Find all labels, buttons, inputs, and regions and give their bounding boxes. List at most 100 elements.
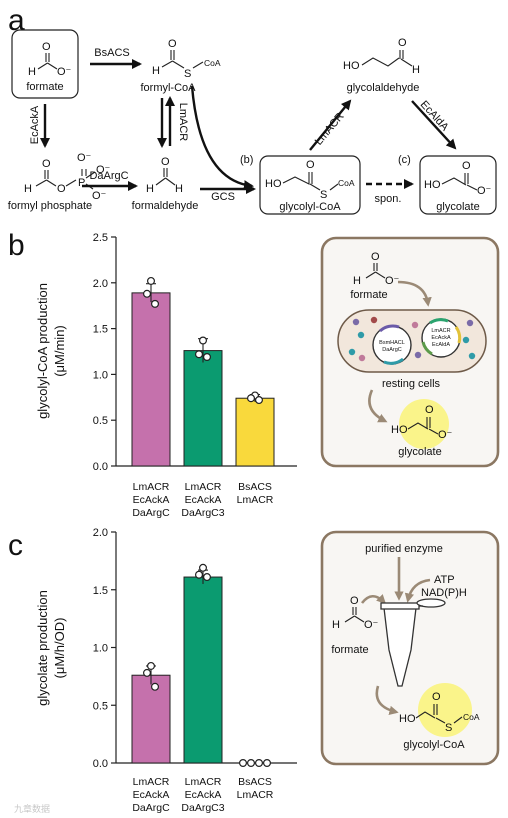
atom-ho: HO (424, 179, 441, 191)
plasmid1-gene-1: BsmHACL (379, 340, 405, 346)
atom-s: S (320, 189, 327, 201)
atom-o: O (42, 41, 51, 53)
atp-label: ATP (434, 574, 455, 586)
inset-c-glycolyl-coa-label: glycolyl-CoA (403, 739, 465, 751)
atom-ho: HO (399, 713, 416, 725)
marker-c: (c) (398, 154, 411, 166)
glycolate-structure: O HO O⁻ glycolate (391, 404, 453, 458)
atom-o-minus: O⁻ (385, 275, 400, 287)
data-point (255, 758, 264, 767)
y-tick-label: 0.0 (93, 758, 108, 770)
category-label: EcAckA (133, 789, 170, 801)
glycolyl-coa-highlight (418, 683, 472, 737)
atom-h: H (152, 65, 160, 77)
plasmid-2: LmACR EcAckA EcAldA (421, 318, 462, 358)
inset-b-arrow-out (368, 389, 388, 423)
formyl-coa-structure: O H S CoA formyl-CoA (140, 38, 220, 94)
arrow-glycolaldehyde-to-glycolate (411, 100, 457, 150)
arrow-cofactors (404, 578, 431, 603)
cell-molecule (468, 352, 476, 360)
plasmid-1: BsmHACL DaArgC (372, 324, 412, 365)
category-label: LmACR (237, 494, 274, 506)
atom-h: H (24, 183, 32, 195)
formate-structure: O H O⁻ formate (331, 595, 378, 656)
atom-o: O (42, 158, 51, 170)
atom-o-minus: O⁻ (364, 619, 379, 631)
y-tick-label: 0.5 (93, 700, 108, 712)
cell-molecule (414, 351, 422, 359)
bar (183, 576, 223, 764)
y-tick-label: 0.0 (93, 461, 108, 473)
atom-o-minus: O⁻ (438, 429, 453, 441)
plasmid2-gene-1: LmACR (431, 328, 450, 334)
arrow-formyl-coa-to-glycolyl-coa (190, 85, 255, 191)
data-point (247, 394, 256, 403)
label-glycolaldehyde: glycolaldehyde (347, 82, 420, 94)
data-point (247, 758, 256, 767)
atom-o: O (306, 159, 315, 171)
data-point (143, 289, 152, 298)
inset-c-formate-label: formate (331, 644, 368, 656)
data-point (263, 758, 272, 767)
formyl-phosphate-structure: O O⁻ O⁻ H O P O⁻ formyl phosphate (8, 152, 111, 212)
enzyme-ecacka: EcAckA (29, 105, 41, 144)
cell-molecule (348, 348, 356, 356)
atom-o: O (350, 595, 359, 607)
atom-coa: CoA (338, 178, 355, 188)
inset-b-arrow-in (397, 280, 432, 307)
data-point (199, 336, 208, 345)
plasmid2-gene-3: EcAldA (432, 342, 450, 348)
category-label: LmACR (185, 776, 222, 788)
marker-b: (b) (240, 154, 253, 166)
label-glycolate: glycolate (436, 201, 479, 213)
glycolaldehyde-structure: O HO H glycolaldehyde (343, 37, 420, 94)
label-formyl-phosphate: formyl phosphate (8, 200, 92, 212)
category-label: DaArgC3 (181, 802, 224, 814)
atom-o-minus: O⁻ (477, 185, 492, 197)
formate-structure: O H O⁻ formate (11, 29, 79, 99)
bar (183, 350, 223, 467)
panel-a-letter: a (8, 4, 25, 37)
category-label: EcAckA (185, 494, 222, 506)
cell-molecule (358, 354, 366, 362)
y-tick-label: 1.0 (93, 369, 108, 381)
formate-structure: O H O⁻ formate (350, 251, 399, 301)
data-point (239, 758, 248, 767)
atom-o: O (398, 37, 407, 49)
label-formyl-coa: formyl-CoA (140, 82, 196, 94)
cell-molecule (411, 321, 419, 329)
category-label: DaArgC (132, 507, 170, 519)
category-label: LmACR (133, 776, 170, 788)
nadph-label: NAD(P)H (421, 587, 467, 599)
cell-molecule (370, 316, 378, 324)
atom-h: H (353, 275, 361, 287)
atom-o: O (462, 160, 471, 172)
atom-o: O (57, 183, 66, 195)
enzyme-lmacr-vertical: LmACR (177, 103, 189, 142)
atom-h: H (28, 66, 36, 78)
category-label: LmACR (237, 789, 274, 801)
data-point (255, 396, 264, 405)
atom-o-minus: O⁻ (96, 164, 111, 176)
enzyme-lmacr-diag: LmACR (313, 110, 347, 147)
enzyme-bsacs: BsACS (94, 47, 129, 59)
atom-ho: HO (391, 424, 408, 436)
glycolate-box (419, 155, 497, 215)
category-label: DaArgC (132, 802, 170, 814)
category-label: DaArgC3 (181, 507, 224, 519)
arrow-formate (360, 594, 386, 604)
label-glycolyl-coa: glycolyl-CoA (279, 201, 341, 213)
data-point (199, 563, 208, 572)
atom-s: S (184, 68, 191, 80)
atom-o-minus: O⁻ (77, 152, 92, 164)
bar (235, 397, 275, 467)
glycolyl-coa-structure: O HO S CoA glycolyl-CoA (259, 155, 361, 215)
atom-o-minus: O⁻ (57, 66, 72, 78)
cell-molecule (357, 331, 365, 339)
formaldehyde-structure: O H H formaldehyde (132, 156, 199, 212)
plasmid1-gene-2: DaArgC (382, 347, 402, 353)
data-point (151, 299, 160, 308)
atom-coa: CoA (463, 712, 480, 722)
y-tick-label: 1.5 (93, 324, 108, 336)
category-label: BsACS (238, 481, 272, 493)
